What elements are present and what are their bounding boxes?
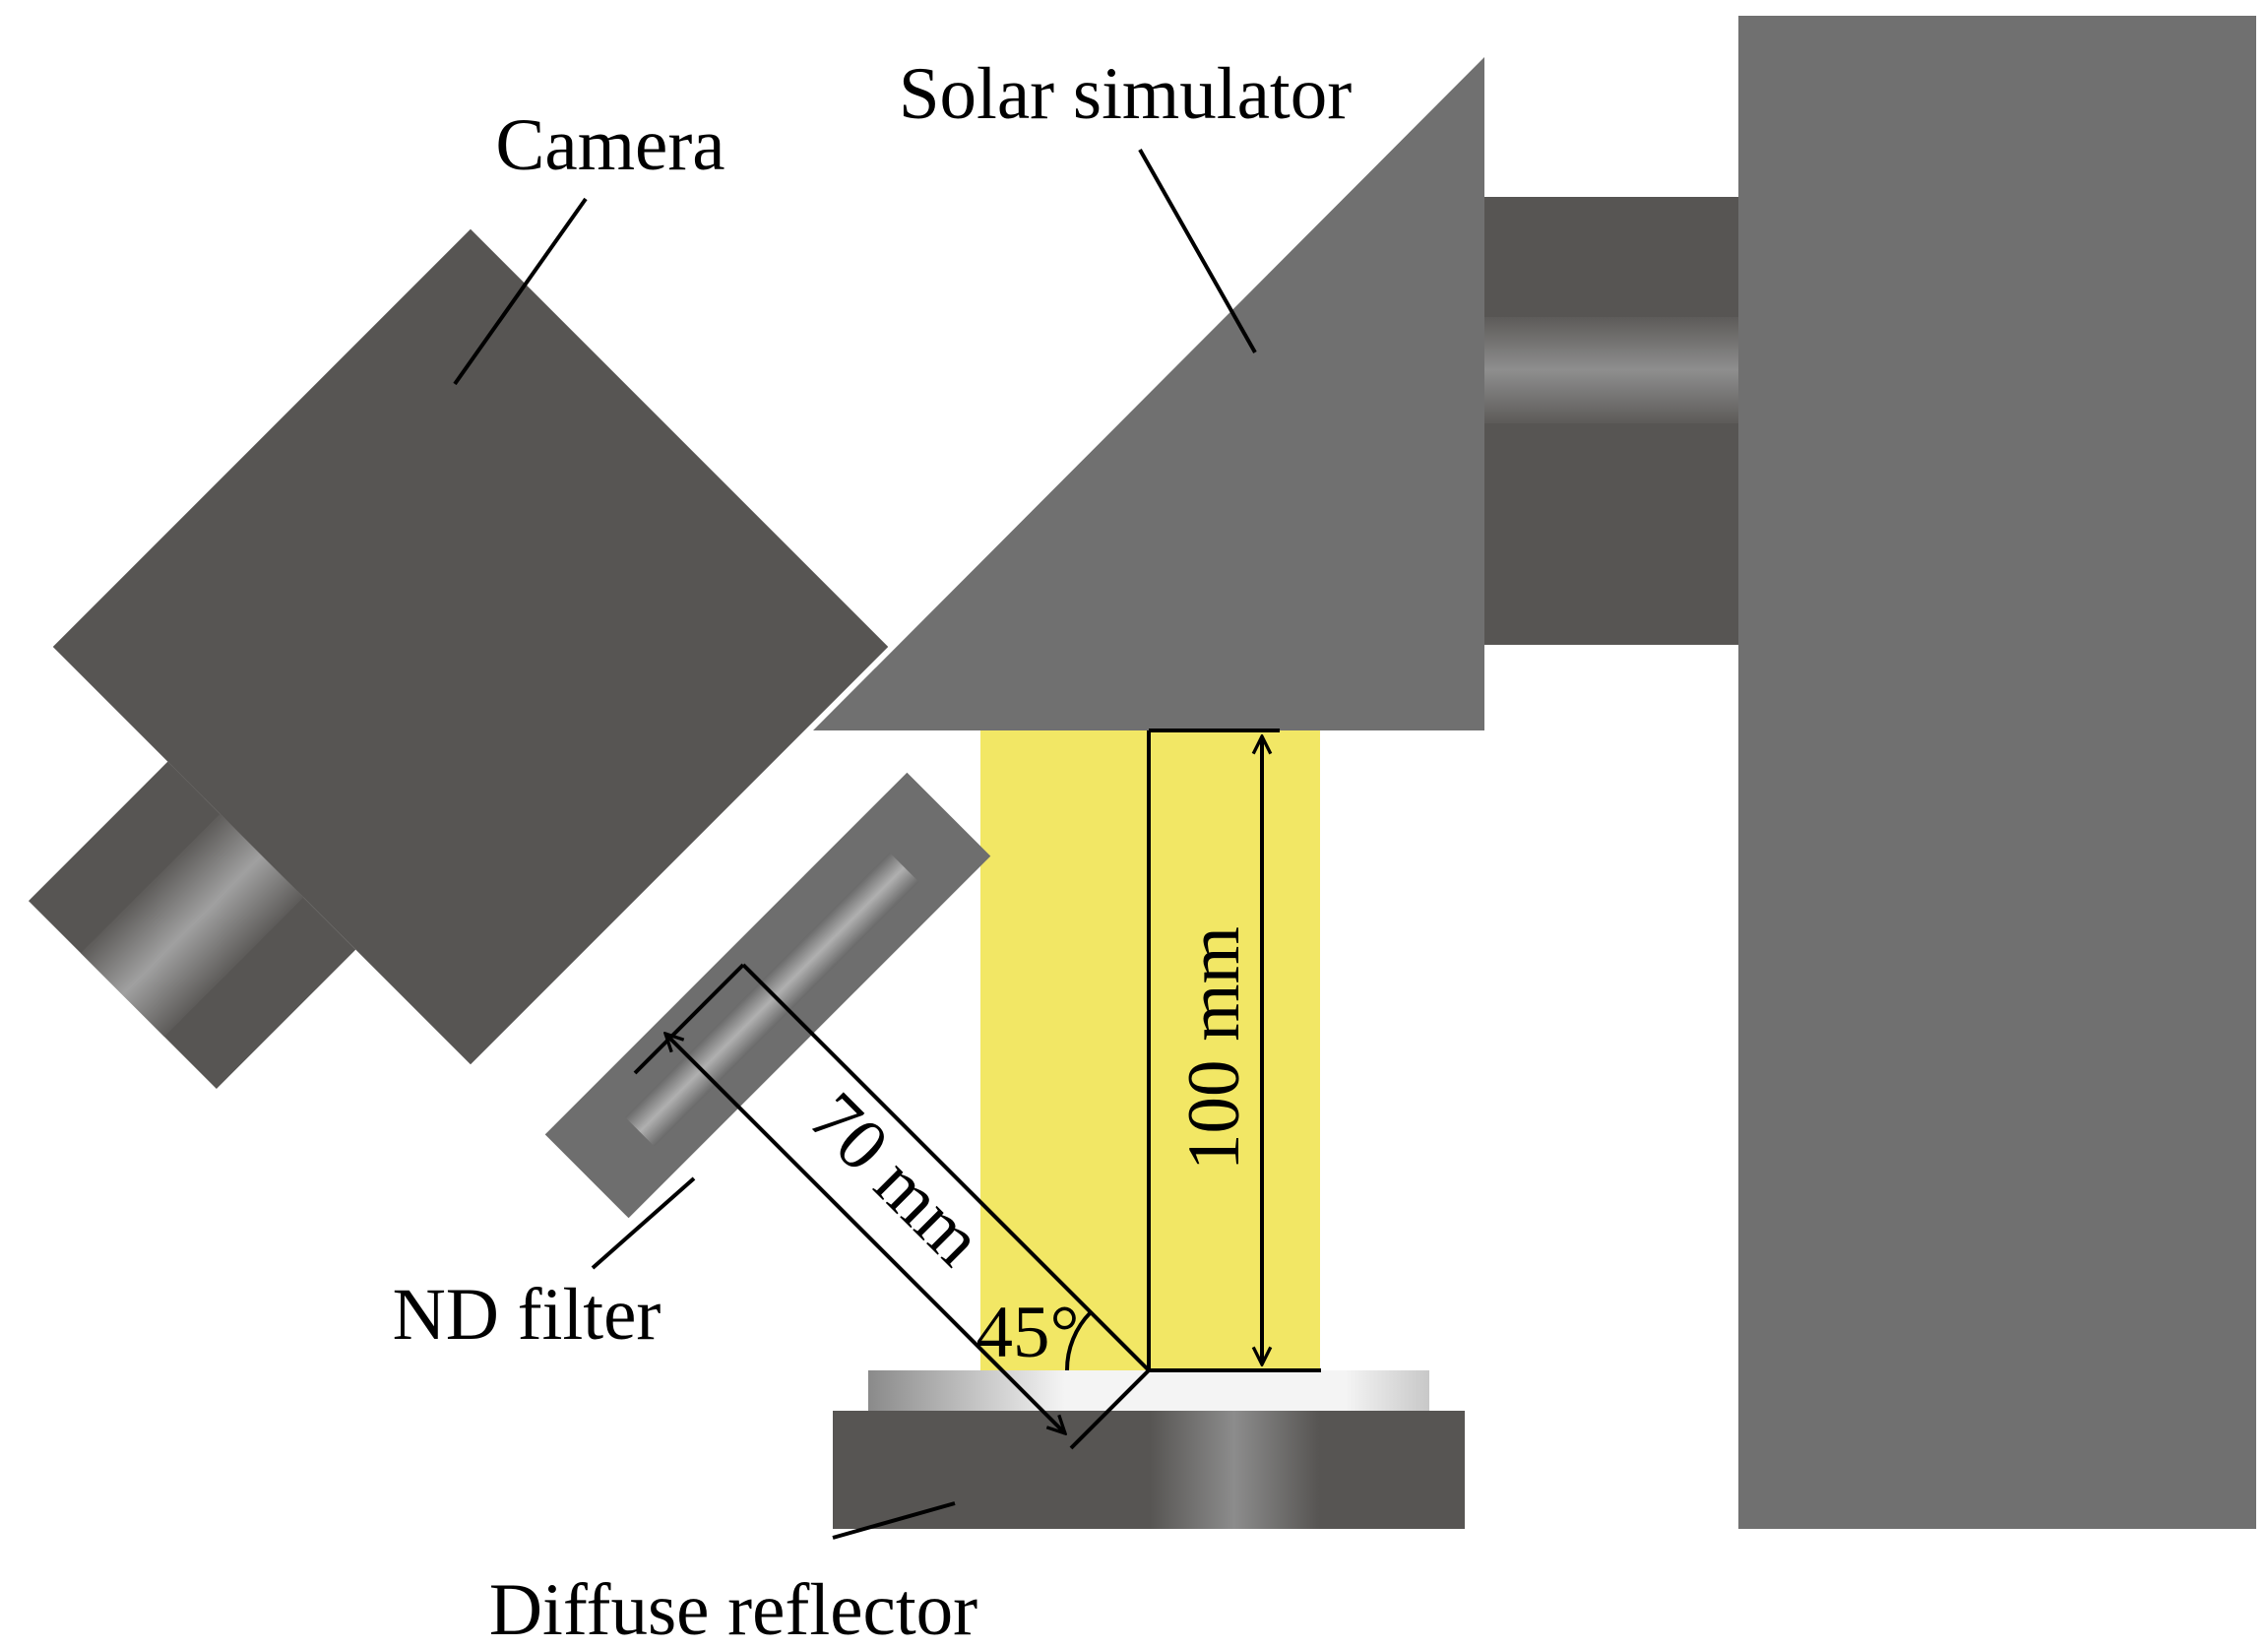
simulator-mount-connector (1484, 197, 1738, 645)
solar-simulator-body (813, 57, 1484, 730)
vertical-dimension-label: 100 mm (1173, 926, 1255, 1171)
dimension-lines (633, 729, 1321, 1450)
leader-lines (453, 149, 1257, 1540)
nd-filter-label: ND filter (393, 1274, 662, 1356)
support-block (1738, 16, 2256, 1529)
angle-label: 45° (976, 1292, 1080, 1373)
diffuse-reflector-label: Diffuse reflector (489, 1569, 977, 1643)
angle-arc (1064, 1310, 1093, 1371)
diagonal-dimension-arrow (665, 1034, 1065, 1433)
diffuse-reflector (833, 1370, 1465, 1529)
camera-lens-highlight (81, 813, 304, 1037)
camera-label: Camera (495, 104, 724, 186)
solar-simulator-label: Solar simulator (899, 53, 1352, 135)
diagonal-dimension-label: 70 mm (794, 1077, 998, 1281)
